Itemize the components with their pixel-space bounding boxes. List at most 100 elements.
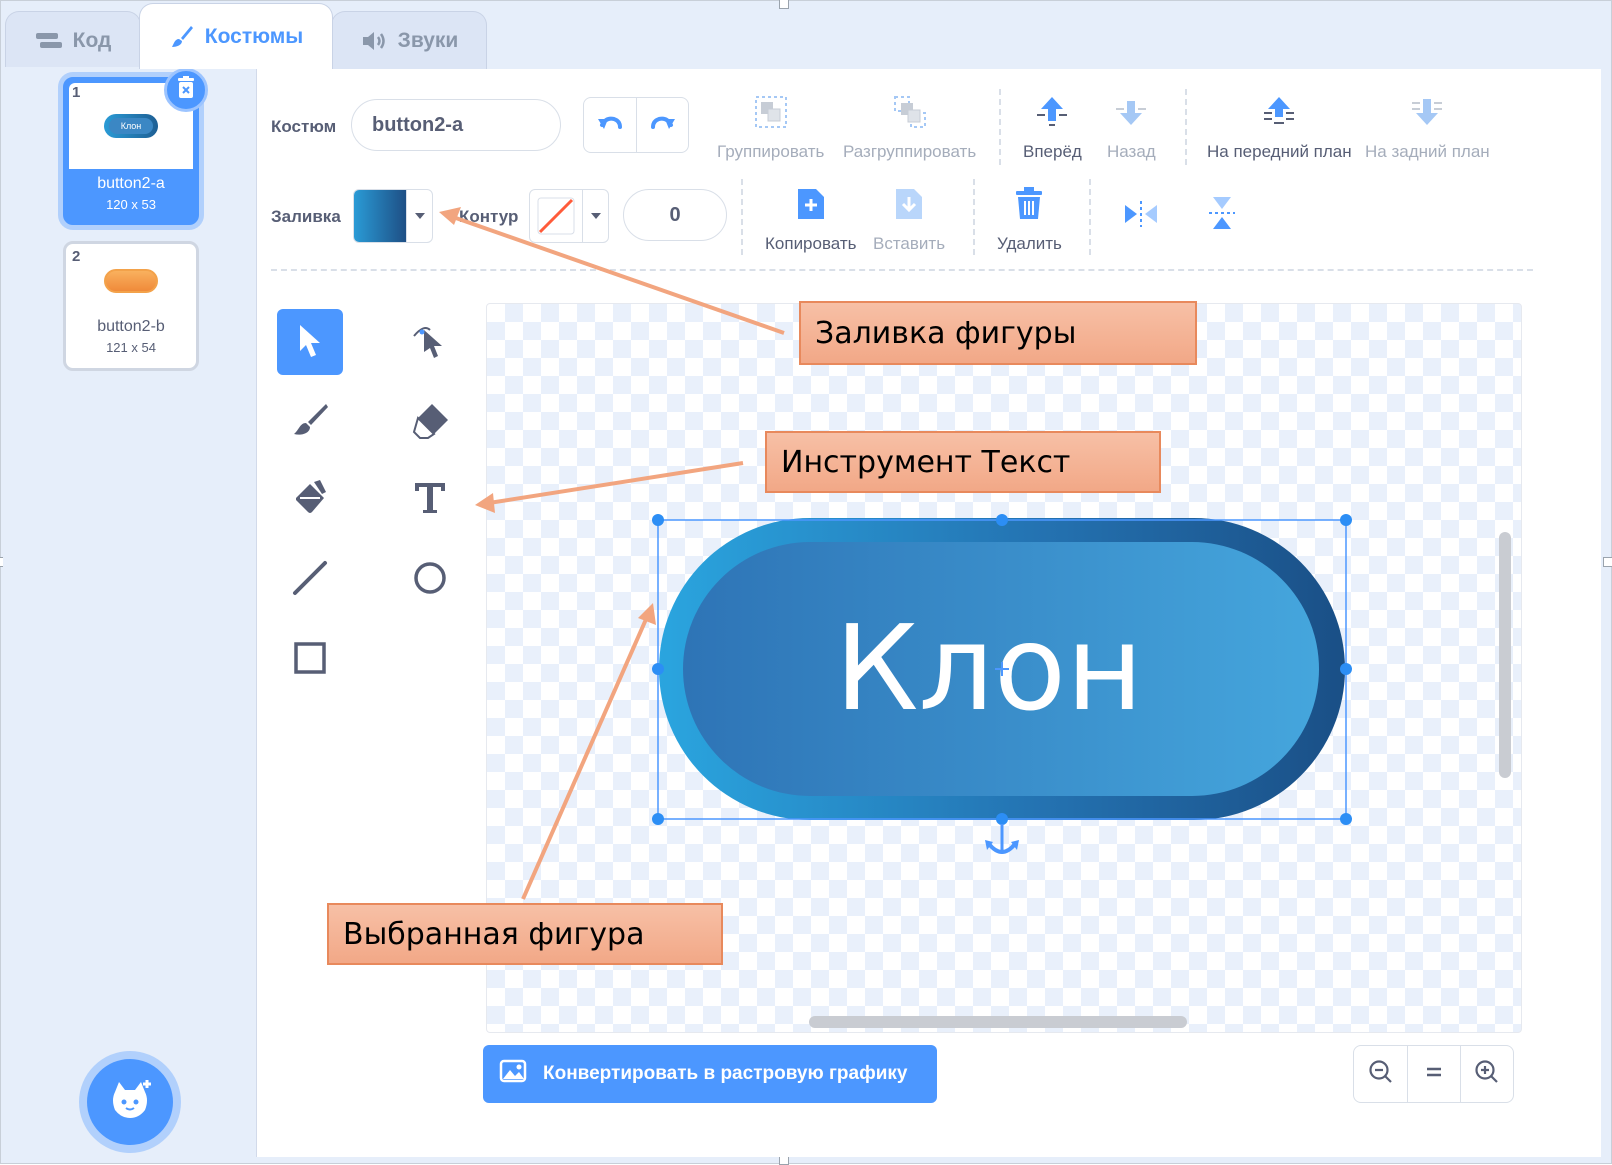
convert-to-bitmap-button[interactable]: Конвертировать в растровую графику [483, 1045, 937, 1103]
chevron-down-icon [406, 190, 432, 242]
shape-text[interactable]: Клон [835, 599, 1144, 737]
ungroup-button[interactable]: Разгруппировать [843, 95, 976, 162]
outline-color-picker[interactable] [529, 189, 609, 243]
costume-name-label: Костюм [271, 117, 337, 136]
paste-label: Вставить [873, 234, 946, 253]
circle-icon [412, 560, 448, 601]
ungroup-icon [893, 95, 927, 134]
arrow-up-icon [1035, 95, 1069, 134]
group-button[interactable]: Группировать [717, 95, 824, 162]
tab-sounds[interactable]: Звуки [331, 11, 487, 69]
outline-label: Контур [459, 207, 519, 226]
chevron-down-icon [582, 190, 608, 242]
fill-color-picker[interactable] [353, 189, 433, 243]
copy-button[interactable]: Копировать [765, 187, 857, 254]
cat-plus-icon [107, 1078, 153, 1127]
costume-name: button2-b [97, 318, 165, 335]
fill-label: Заливка [271, 207, 341, 226]
zoom-in-icon [1474, 1059, 1500, 1090]
outline-width-value: 0 [669, 203, 681, 226]
bring-to-front-label: На передний план [1207, 142, 1352, 161]
zoom-reset-button[interactable] [1407, 1046, 1460, 1102]
eraser-tool[interactable] [397, 389, 463, 455]
line-tool[interactable] [277, 547, 343, 613]
rotation-handle-icon[interactable] [985, 824, 1019, 854]
toolbar-divider [973, 179, 975, 255]
equals-icon [1424, 1065, 1444, 1084]
costume-name-value: button2-a [372, 113, 464, 136]
tab-costumes[interactable]: Костюмы [139, 3, 333, 69]
zoom-in-button[interactable] [1460, 1046, 1513, 1102]
group-icon [754, 95, 788, 134]
delete-button[interactable]: Удалить [997, 187, 1062, 254]
callout-fill: Заливка фигуры [799, 301, 1197, 365]
costume-item-1[interactable]: 1 Клон button2-a 120 x 53 [63, 68, 208, 225]
costume-thumbnail [66, 244, 196, 318]
rectangle-icon [292, 640, 328, 681]
fill-swatch [354, 190, 406, 242]
costume-number: 1 [72, 84, 81, 101]
selection-box[interactable] [652, 514, 1352, 825]
tab-code[interactable]: Код [5, 11, 141, 69]
flip-vertical-icon [1207, 195, 1237, 236]
no-color-swatch [530, 190, 582, 242]
send-to-back-button[interactable]: На задний план [1365, 95, 1490, 162]
backward-button[interactable]: Назад [1107, 95, 1156, 162]
copy-icon [796, 187, 826, 226]
costume-name: button2-a [97, 175, 165, 192]
bring-to-front-button[interactable]: На передний план [1207, 95, 1352, 162]
paste-button[interactable]: Вставить [873, 187, 945, 254]
toolbar-bottom-divider [271, 269, 1533, 271]
reshape-tool[interactable] [397, 309, 463, 375]
resize-handle-right[interactable] [1603, 557, 1612, 567]
eraser-icon [410, 400, 450, 445]
outline-width-input[interactable]: 0 [623, 189, 727, 241]
arrow-down-icon [1114, 95, 1148, 134]
toolbar-divider [999, 89, 1001, 165]
callout-text-tool: Инструмент Текст [765, 431, 1161, 493]
code-icon [35, 30, 63, 52]
forward-button[interactable]: Вперёд [1023, 95, 1082, 162]
redo-button[interactable] [636, 98, 688, 152]
rectangle-tool[interactable] [277, 627, 343, 693]
speaker-icon [360, 29, 388, 53]
circle-tool[interactable] [397, 547, 463, 613]
line-icon [292, 560, 328, 601]
costume-name-input[interactable]: button2-a [351, 99, 561, 151]
thumb-text: Клон [109, 118, 153, 134]
undo-button[interactable] [584, 98, 636, 152]
toolbar-divider [1185, 89, 1187, 165]
undo-redo-group [583, 97, 689, 153]
callout-selected-shape: Выбранная фигура [327, 903, 723, 965]
convert-label: Конвертировать в растровую графику [543, 1063, 908, 1084]
cursor-icon [296, 323, 324, 362]
redo-icon [649, 113, 677, 138]
toolbar-divider [741, 179, 743, 255]
delete-costume-button[interactable] [164, 68, 208, 112]
resize-handle-top[interactable] [779, 0, 789, 9]
costume-item-2[interactable]: 2 button2-b 121 x 54 [63, 241, 199, 371]
horizontal-scrollbar[interactable] [809, 1016, 1187, 1028]
zoom-controls [1353, 1045, 1514, 1103]
add-costume-button[interactable] [87, 1059, 173, 1145]
undo-icon [596, 113, 624, 138]
brush-tool[interactable] [277, 389, 343, 455]
vertical-scrollbar[interactable] [1499, 532, 1511, 778]
trash-icon [175, 75, 197, 105]
send-to-back-icon [1410, 95, 1444, 134]
tab-costumes-label: Костюмы [204, 24, 304, 48]
backward-label: Назад [1107, 142, 1156, 161]
zoom-out-button[interactable] [1354, 1046, 1407, 1102]
tab-code-label: Код [72, 28, 112, 52]
zoom-out-icon [1368, 1059, 1394, 1090]
flip-horizontal-button[interactable] [1123, 199, 1159, 234]
costume-size: 121 x 54 [106, 340, 156, 355]
ungroup-label: Разгруппировать [843, 142, 977, 161]
flip-vertical-button[interactable] [1207, 195, 1237, 236]
select-tool[interactable] [277, 309, 343, 375]
brush-icon [169, 24, 195, 50]
text-tool[interactable] [397, 467, 463, 533]
fill-tool[interactable] [277, 467, 343, 533]
reshape-icon [410, 320, 450, 365]
